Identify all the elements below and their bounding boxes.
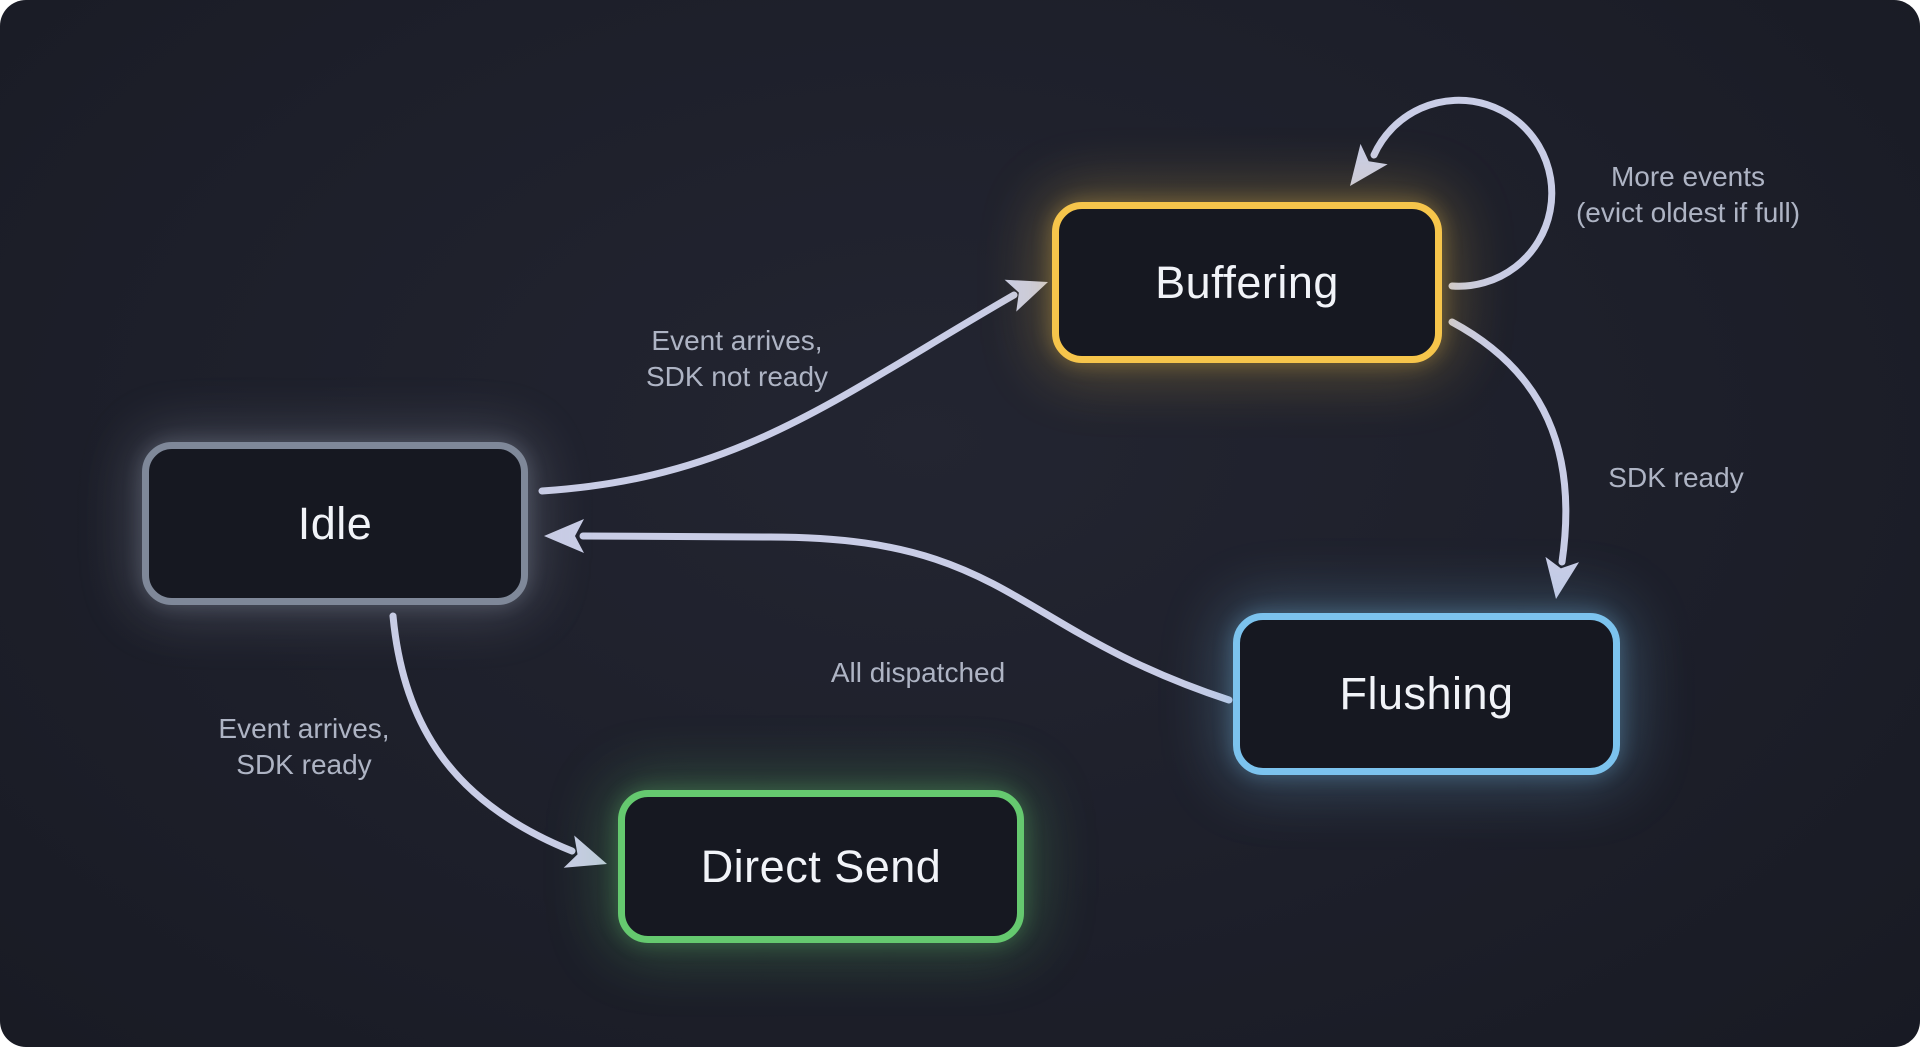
transition-label-idle-to-buffering: Event arrives, SDK not ready (645, 325, 829, 392)
transition-label-buffering-self-loop: More events (evict oldest if full) (1575, 161, 1801, 228)
state-node-idle: Idle (142, 442, 528, 605)
edge-buffering-self-loop (1370, 96, 1556, 290)
edge-idle-to-direct-send (389, 612, 576, 855)
state-label-buffering: Buffering (1155, 256, 1339, 308)
edge-buffering-to-flushing (1448, 318, 1570, 566)
transition-label-idle-to-direct-send: Event arrives, SDK ready (218, 713, 390, 780)
arrowhead-idle-to-buffering-icon (1004, 279, 1048, 312)
state-label-direct-send: Direct Send (700, 840, 942, 892)
arrowhead-buffering-self-loop-icon (1350, 143, 1388, 186)
edge-flushing-to-idle (579, 532, 1233, 704)
arrowhead-flushing-to-idle-icon (544, 519, 584, 553)
state-label-idle: Idle (297, 497, 373, 549)
transition-label-flushing-to-idle: All dispatched (830, 657, 1006, 689)
state-label-flushing: Flushing (1339, 668, 1514, 719)
state-node-buffering: Buffering (1052, 202, 1442, 363)
transition-label-buffering-to-flushing: SDK ready (1608, 462, 1744, 494)
edge-idle-to-buffering (538, 291, 1018, 495)
state-node-direct-send: Direct Send (618, 790, 1024, 943)
state-node-flushing: Flushing (1233, 613, 1620, 775)
arrowhead-buffering-to-flushing-icon (1545, 556, 1580, 599)
arrowhead-idle-to-direct-send-icon (563, 835, 607, 868)
